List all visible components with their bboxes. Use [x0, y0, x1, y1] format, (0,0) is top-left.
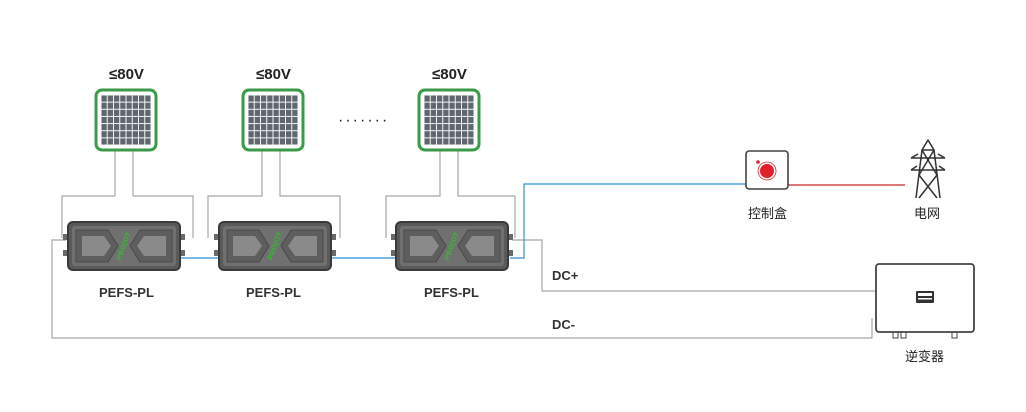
control-box-light [760, 164, 774, 178]
inverter-label: 逆变器 [905, 349, 945, 364]
dc-minus-wire [51, 239, 873, 339]
solar-panel-icon [241, 88, 305, 152]
optimizer-device: PROJOY [214, 221, 336, 271]
solar-panel-icon [417, 88, 481, 152]
panel-wiring [51, 150, 876, 339]
optimizer1-label: PEFS-PL [99, 285, 154, 300]
panel1-voltage-label: ≤80V [109, 66, 144, 83]
grid-label: 电网 [914, 206, 941, 221]
panel1-wire-right [132, 150, 194, 238]
inverter-display [916, 291, 934, 303]
dc-plus-wire [512, 239, 876, 292]
control-box-label: 控制盒 [748, 206, 788, 221]
solar-panels [94, 88, 481, 152]
panel2-wire-right [279, 150, 341, 238]
dc-plus-label: DC+ [552, 268, 579, 283]
optimizer-device: PROJOY [63, 221, 185, 271]
optimizer-device: PROJOY [391, 221, 513, 271]
panel2-wire-left [207, 150, 263, 238]
panel3-wire-right [457, 150, 516, 238]
panel1-wire-left [61, 150, 116, 238]
inverter-connector [892, 331, 899, 339]
panel3-voltage-label: ≤80V [432, 66, 467, 83]
transmission-tower-icon [910, 139, 946, 199]
control-box-indicator [756, 160, 760, 164]
control-box [745, 150, 789, 190]
inverter-connector [900, 331, 907, 339]
panel2-voltage-label: ≤80V [256, 66, 291, 83]
control-wire [510, 183, 746, 259]
inverter [875, 263, 975, 339]
dc-minus-label: DC- [552, 317, 576, 332]
panel3-wire-left [385, 150, 441, 238]
inverter-connector [951, 331, 958, 339]
signal-wiring [180, 183, 746, 259]
optimizer2-label: PEFS-PL [246, 285, 301, 300]
ellipsis: ······· [338, 112, 390, 129]
solar-panel-icon [94, 88, 158, 152]
optimizers: PROJOY PROJOY PROJOY [63, 221, 513, 271]
optimizer3-label: PEFS-PL [424, 285, 479, 300]
control-box-light-ring [757, 161, 777, 181]
